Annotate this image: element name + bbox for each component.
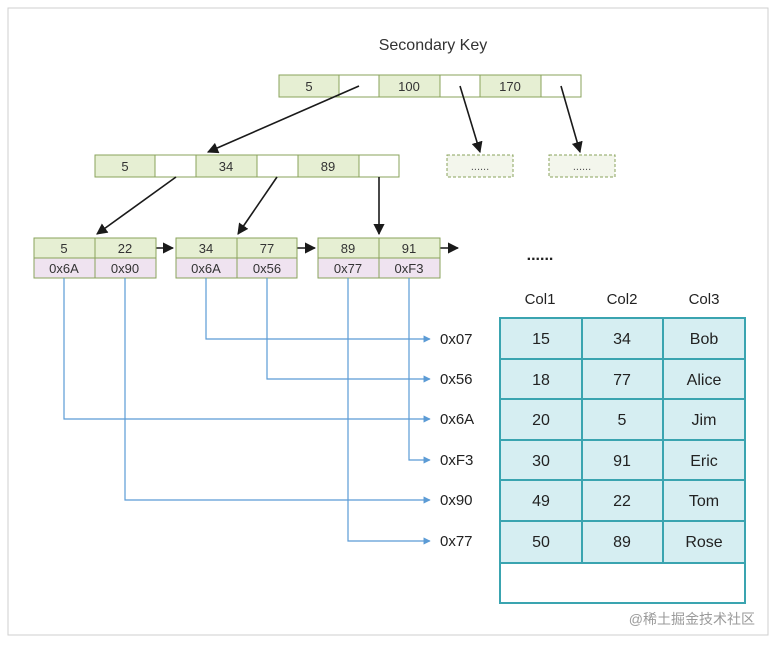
address-labels: 0x07 0x56 0x6A 0xF3 0x90 0x77 [440,331,474,550]
leaf-node: 5 22 0x6A 0x90 [33,237,157,279]
table-cell: Tom [689,493,719,510]
table-cell: Alice [687,372,722,389]
table-cell: 49 [532,493,550,510]
tree-arrow [459,85,483,154]
address-label: 0xF3 [440,452,473,469]
leaf-pointer-label: 0x6A [49,261,79,276]
more-leaves-ellipsis: ...... [527,247,554,264]
address-link [63,278,431,423]
table-header-cell: Col3 [689,291,720,308]
level2-pointer-cell [358,154,400,178]
level2-pointer-cell [154,154,197,178]
data-table: 15 34 Bob 18 77 Alice 20 5 Jim 30 91 Eri… [499,317,746,604]
table-header: Col1 Col2 Col3 [525,291,720,308]
tree-arrow [237,176,278,235]
leaf-key-label: 89 [341,241,355,256]
table-cell: 34 [613,331,631,348]
address-label: 0x07 [440,331,473,348]
table-cells: 15 34 Bob 18 77 Alice 20 5 Jim 30 91 Eri… [532,331,723,551]
root-key-label: 170 [499,79,521,94]
address-link [266,278,431,383]
address-link [347,278,431,545]
leaf-pointer-label: 0x6A [191,261,221,276]
address-label: 0x6A [440,411,474,428]
table-header-cell: Col2 [607,291,638,308]
level2-node: 5 34 89 [94,154,400,178]
table-header-cell: Col1 [525,291,556,308]
table-cell: 77 [613,372,631,389]
placeholder-node: ...... [446,154,514,178]
leaf-key-label: 5 [60,241,67,256]
address-link [408,278,431,464]
table-grid [500,318,745,563]
table-cell: Jim [692,412,717,429]
table-cell: 89 [613,534,631,551]
address-link [205,278,431,343]
placeholder-box [548,154,616,178]
table-cell: 22 [613,493,631,510]
leaf-pointer-label: 0x56 [253,261,281,276]
placeholder-label: ...... [573,161,591,173]
placeholder-node: ...... [548,154,616,178]
table-cell: 15 [532,331,550,348]
tree-arrows [96,85,583,254]
address-link [124,278,431,504]
table-cell: 5 [618,412,627,429]
level2-pointer-cell [256,154,299,178]
table-cell: 91 [613,453,631,470]
leaf-node: 89 91 0x77 0xF3 [317,237,441,279]
tree-arrow [96,176,177,235]
table-cell: Eric [690,453,718,470]
table-cell: 50 [532,534,550,551]
table-empty-row [499,562,746,604]
tree-arrow [206,85,360,154]
root-key-label: 5 [305,79,312,94]
level2-key-label: 5 [121,159,128,174]
table-cell: 30 [532,453,550,470]
address-label: 0x90 [440,492,473,509]
leaf-key-label: 77 [260,241,274,256]
diagram-title: Secondary Key [379,37,488,54]
table-cell: 18 [532,372,550,389]
leaf-node: 34 77 0x6A 0x56 [175,237,298,279]
address-label: 0x77 [440,533,473,550]
leaf-pointer-label: 0x77 [334,261,362,276]
root-key-label: 100 [398,79,420,94]
table-cell: Bob [690,331,719,348]
placeholder-label: ...... [471,161,489,173]
leaf-key-label: 91 [402,241,416,256]
footer-watermark: @稀土掘金技术社区 [629,611,755,627]
address-links [63,278,431,545]
tree-arrow [560,85,583,154]
leaf-key-label: 34 [199,241,213,256]
root-node: 5 100 170 [278,74,582,98]
table-cell: Rose [685,534,722,551]
address-label: 0x56 [440,371,473,388]
leaf-pointer-label: 0xF3 [395,261,424,276]
leaf-key-label: 22 [118,241,132,256]
level2-key-label: 34 [219,159,233,174]
table-cell: 20 [532,412,550,429]
placeholder-box [446,154,514,178]
level2-key-label: 89 [321,159,335,174]
leaf-pointer-label: 0x90 [111,261,139,276]
